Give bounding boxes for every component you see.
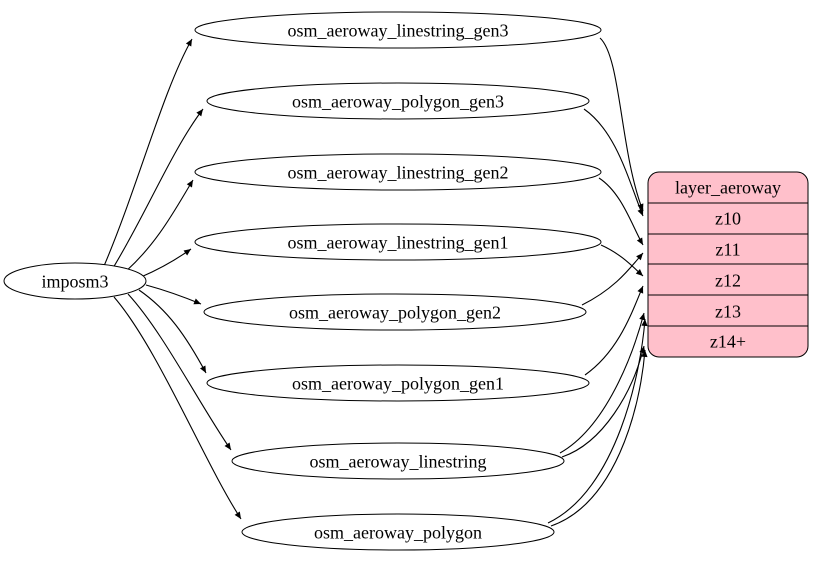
- edge-polygon-z14: [550, 349, 648, 527]
- table-label: osm_aeroway_polygon_gen3: [292, 91, 504, 111]
- table-ellipse: [194, 223, 602, 261]
- edge-polygon-gen3-z10: [583, 108, 644, 217]
- node-imposm3: imposm3: [3, 262, 147, 300]
- edge-polygon-gen1-z12: [584, 285, 644, 376]
- table-label: osm_aeroway_linestring_gen1: [288, 232, 509, 252]
- edge-linestring-gen2-z11: [598, 177, 644, 246]
- edge-imposm3-polygon: [113, 296, 242, 520]
- layer-row-z13: z13: [715, 301, 741, 321]
- edge-polygon-z13: [547, 318, 648, 524]
- edges-source-to-tables: [103, 38, 242, 520]
- table-label: osm_aeroway_linestring_gen3: [288, 20, 509, 40]
- table-ellipse: [194, 11, 602, 49]
- table-label: osm_aeroway_polygon_gen1: [292, 373, 504, 393]
- layer-row-z10: z10: [715, 208, 741, 228]
- edge-imposm3-linestring: [127, 293, 232, 451]
- table-ellipse: [231, 442, 565, 480]
- node-osm-aeroway-linestring: osm_aeroway_linestring: [231, 442, 565, 480]
- node-osm-aeroway-polygon: osm_aeroway_polygon: [241, 513, 555, 551]
- table-label: osm_aeroway_linestring: [310, 451, 487, 471]
- table-ellipse: [206, 364, 590, 402]
- edge-polygon-gen2-z11: [581, 252, 644, 306]
- node-osm-aeroway-polygon-gen2: osm_aeroway_polygon_gen2: [203, 293, 587, 331]
- edge-imposm3-polygon-gen1: [138, 289, 207, 374]
- table-label: osm_aeroway_polygon: [314, 522, 482, 542]
- node-osm-aeroway-polygon-gen3: osm_aeroway_polygon_gen3: [206, 82, 590, 120]
- table-ellipse: [194, 153, 602, 191]
- edge-linestring-z13: [559, 312, 646, 454]
- layer-row-z11: z11: [715, 239, 740, 259]
- edge-linestring-gen1-z12: [600, 244, 644, 277]
- table-label: osm_aeroway_linestring_gen2: [288, 162, 509, 182]
- edge-imposm3-polygon-gen2: [145, 284, 202, 305]
- node-osm-aeroway-linestring-gen2: osm_aeroway_linestring_gen2: [194, 153, 602, 191]
- layer-row-z12: z12: [715, 270, 741, 290]
- edge-linestring-gen3-z10: [599, 37, 644, 212]
- imposm3-label: imposm3: [41, 271, 108, 291]
- table-label: osm_aeroway_polygon_gen2: [289, 302, 501, 322]
- node-osm-aeroway-polygon-gen1: osm_aeroway_polygon_gen1: [206, 364, 590, 402]
- layer-title: layer_aeroway: [675, 177, 781, 197]
- table-ellipse: [241, 513, 555, 551]
- table-ellipse: [206, 82, 590, 120]
- node-layer-aeroway: layer_aeroway z10 z11 z12 z13 z14+: [647, 171, 809, 358]
- edge-imposm3-linestring-gen3: [103, 38, 193, 267]
- imposm3-ellipse: [3, 262, 147, 300]
- edges-tables-to-layer: [547, 37, 648, 527]
- edge-linestring-z14: [561, 345, 646, 458]
- table-ellipse: [203, 293, 587, 331]
- edge-imposm3-linestring-gen2: [124, 179, 194, 273]
- node-osm-aeroway-linestring-gen1: osm_aeroway_linestring_gen1: [194, 223, 602, 261]
- layer-row-z14: z14+: [710, 331, 746, 351]
- edge-imposm3-linestring-gen1: [140, 248, 192, 278]
- edge-imposm3-polygon-gen3: [112, 108, 204, 269]
- node-osm-aeroway-linestring-gen3: osm_aeroway_linestring_gen3: [194, 11, 602, 49]
